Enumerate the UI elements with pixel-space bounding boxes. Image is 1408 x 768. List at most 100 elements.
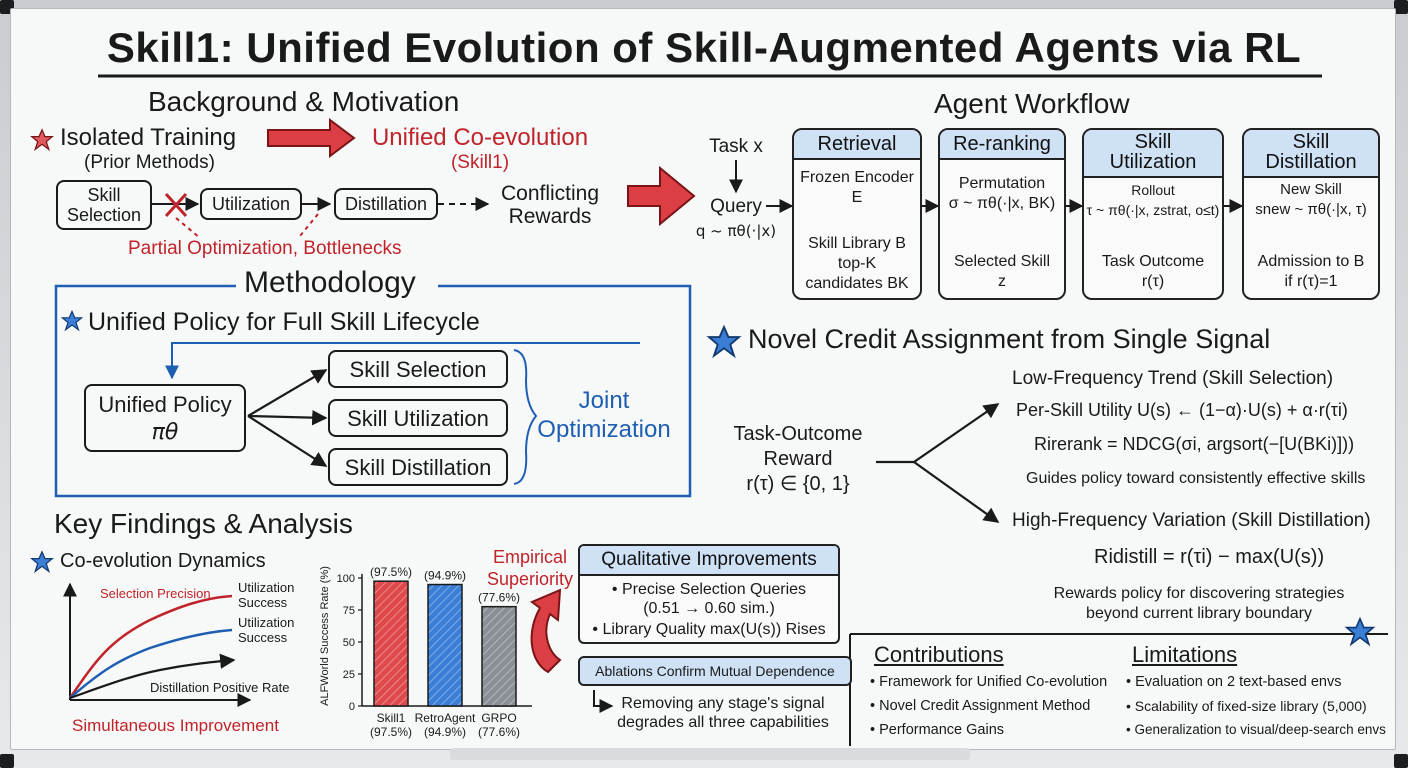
findings-heading: Key Findings & Analysis xyxy=(54,508,353,539)
split-arrow-high xyxy=(913,461,1000,523)
coevo-caption: Simultaneous Improvement xyxy=(72,716,279,735)
task-outcome-reward: Task-Outcome Reward r(τ) ∈ {0, 1} xyxy=(733,423,863,495)
chart-y-tick-label: 100 xyxy=(337,573,355,585)
unified-title: Unified Co-evolution xyxy=(371,124,589,151)
joint-optimization: Joint Optimization xyxy=(537,387,671,443)
high-frequency-title: High-Frequency Variation (Skill Distilla… xyxy=(1012,510,1371,531)
bar-category-label: (77.6%) xyxy=(478,725,520,739)
qualitative-item: • Precise Selection Queries (0.51 → 0.60… xyxy=(611,581,807,617)
qualitative-item: • Library Quality max(U(s)) Rises xyxy=(592,621,826,638)
stage-top-text: Permutation σ ~ πθ(·|x, BK) xyxy=(948,175,1056,212)
unified-subtitle: (Skill1) xyxy=(450,152,510,173)
query-formula: q ~ πθ(·|x) xyxy=(695,222,777,240)
isolated-title: Isolated Training xyxy=(60,124,237,151)
unified-policy-box: Unified Policy πθ xyxy=(84,384,246,452)
star-icon xyxy=(30,128,54,152)
unified-policy-label: Unified Policy xyxy=(98,392,232,417)
bar-skill1 xyxy=(373,580,409,707)
curved-red-arrow-icon xyxy=(530,588,562,674)
curve-label-utilization-1: Utilization Success xyxy=(238,580,295,610)
page-title: Skill1: Unified Evolution of Skill-Augme… xyxy=(106,24,1302,71)
ablation-note: Removing any stage's signal degrades all… xyxy=(617,695,829,731)
branch-skill-utilization: Skill Utilization xyxy=(328,399,508,437)
stage-skill-utilization: Skill Utilization Rollout τ ~ πθ(·|x, zs… xyxy=(1082,128,1224,300)
branch-label: Skill Utilization xyxy=(347,406,489,431)
bar-data-label: (77.6%) xyxy=(478,591,520,605)
bar-data-label: (97.5%) xyxy=(370,565,412,579)
curve-label-selection: Selection Precision xyxy=(100,586,211,601)
chart-y-tick-label: 25 xyxy=(343,669,355,681)
red-arrow-icon xyxy=(267,118,356,158)
isolated-subtitle: (Prior Methods) xyxy=(84,152,215,173)
ablation-arrow xyxy=(593,690,614,713)
bar-grpo xyxy=(481,605,517,707)
coevo-title: Co-evolution Dynamics xyxy=(60,550,266,572)
low-frequency-title: Low-Frequency Trend (Skill Selection) xyxy=(1012,368,1334,389)
cross-icon xyxy=(164,192,188,218)
split-arrow-low xyxy=(876,403,1000,464)
workflow-heading: Agent Workflow xyxy=(934,88,1130,119)
stage-title: Skill Utilization xyxy=(1084,130,1222,178)
low-note: Guides policy toward consistently effect… xyxy=(1026,470,1366,487)
chart-y-tick-label: 50 xyxy=(343,637,355,649)
star-icon xyxy=(60,309,84,332)
stage-bottom-text: Task Outcome r(τ) xyxy=(1101,253,1205,290)
pipeline-utilization: Utilization xyxy=(200,188,302,220)
ablation-box: Ablations Confirm Mutual Dependence xyxy=(578,656,852,686)
stage-bottom-text: Selected Skill z xyxy=(953,253,1051,290)
stage-skill-distillation: Skill Distillation New Skill snew ~ πθ(·… xyxy=(1242,128,1380,300)
chart-y-tick-label: 75 xyxy=(343,605,355,617)
limitations-title: Limitations xyxy=(1132,642,1238,667)
curve-label-utilization-2: Utilization Success xyxy=(238,615,295,645)
pipeline-label: Utilization xyxy=(211,194,291,214)
qualitative-title: Qualitative Improvements xyxy=(580,546,838,576)
curve-distillation-rate xyxy=(69,653,236,700)
partial-note: Partial Optimization, Bottlenecks xyxy=(128,238,402,259)
credit-heading: Novel Credit Assignment from Single Sign… xyxy=(748,324,1271,354)
high-note: Rewards policy for discovering strategie… xyxy=(1053,585,1345,622)
curve-label-distillation: Distillation Positive Rate xyxy=(150,680,290,695)
stage-bottom-text: Admission to B if r(τ)=1 xyxy=(1257,253,1365,290)
stage-title: Skill Distillation xyxy=(1244,130,1378,178)
stage-retrieval: Retrieval Frozen Encoder E Skill Library… xyxy=(792,128,922,300)
big-red-arrow-icon xyxy=(627,165,696,227)
bar-category-label: RetroAgent xyxy=(415,711,476,725)
branch-arrow xyxy=(247,409,328,426)
policy-title: Unified Policy for Full Skill Lifecycle xyxy=(88,308,480,336)
contribution-item: • Framework for Unified Co-evolution xyxy=(870,674,1108,690)
bar-category-label: (97.5%) xyxy=(370,725,412,739)
pipeline-skill-selection: Skill Selection xyxy=(56,180,152,230)
empirical-superiority: Empirical Superiority xyxy=(486,547,574,589)
curve-utilization-success xyxy=(69,628,233,699)
branch-label: Skill Distillation xyxy=(344,455,492,480)
contribution-item: • Performance Gains xyxy=(870,722,1005,738)
stage-top-text: New Skill snew ~ πθ(·|x, τ) xyxy=(1255,181,1367,218)
limitation-item: • Generalization to visual/deep-search e… xyxy=(1126,722,1386,737)
policy-symbol: πθ xyxy=(151,420,179,445)
star-icon xyxy=(1344,616,1376,647)
branch-skill-distillation: Skill Distillation xyxy=(328,448,508,486)
low-formula-1: Per-Skill Utility U(s) ← (1−α)·U(s) + α·… xyxy=(1016,400,1348,420)
qualitative-box: Qualitative Improvements • Precise Selec… xyxy=(578,544,840,644)
chart-y-tick-label: 0 xyxy=(349,701,355,713)
note-connector xyxy=(299,213,319,237)
task-label: Task x xyxy=(709,136,763,157)
limitation-item: • Scalability of fixed-size library (5,0… xyxy=(1126,698,1367,714)
ablation-title: Ablations Confirm Mutual Dependence xyxy=(595,663,835,679)
stage-title: Re-ranking xyxy=(940,130,1064,160)
frame-corner xyxy=(0,754,14,768)
branch-arrow xyxy=(247,415,328,467)
feedback-arrow xyxy=(165,342,640,380)
high-formula: Ridistill = r(τi) − max(U(s)) xyxy=(1094,546,1325,568)
star-icon xyxy=(30,550,54,574)
contributions-title: Contributions xyxy=(874,642,1004,667)
marker-tray xyxy=(450,748,970,760)
branch-label: Skill Selection xyxy=(349,357,487,382)
contribution-item: • Novel Credit Assignment Method xyxy=(870,698,1091,714)
pipeline-distillation: Distillation xyxy=(334,188,438,220)
branch-skill-selection: Skill Selection xyxy=(328,350,508,388)
joint-brace xyxy=(513,349,538,485)
pipeline-label: Skill Selection xyxy=(66,185,142,225)
